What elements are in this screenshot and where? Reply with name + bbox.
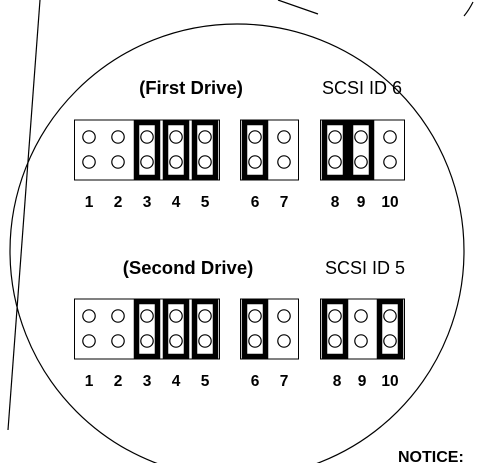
pin [198,130,212,144]
pin [82,334,96,348]
pin-number: 9 [357,194,366,211]
pin-number: 8 [333,373,342,390]
pin [169,309,183,323]
pin [248,309,262,323]
pin-number: 1 [85,194,94,211]
pin [277,155,291,169]
pin [328,130,342,144]
pin-number: 10 [381,194,398,211]
pin [169,155,183,169]
header-outline [320,119,405,181]
pin [140,309,154,323]
second-drive-label: (Second Drive) [123,257,254,278]
pin [328,155,342,169]
pin [140,155,154,169]
pin-number: 9 [358,373,367,390]
pin [169,130,183,144]
pin [111,309,125,323]
first-drive-jumper-block [74,119,405,181]
jumper-shunt [133,298,161,360]
pin-number: 10 [381,373,398,390]
pin-number: 3 [143,194,152,211]
pin-number: 4 [172,373,181,390]
pin [111,130,125,144]
pin [169,334,183,348]
jumper-shunt [191,119,219,181]
first-drive-pin-numbers: 1 2 3 4 5 6 7 8 9 10 [85,194,399,211]
pin [277,334,291,348]
jumper-shunt [133,119,161,181]
second-drive-jumper-block [74,298,405,360]
pin-number: 2 [114,194,123,211]
first-drive-label: (First Drive) [139,77,243,98]
jumper-shunt [376,298,404,360]
pin-number: 3 [143,373,152,390]
pin [111,334,125,348]
notice-heading: NOTICE: [398,449,464,463]
header-outline [74,119,220,181]
header-outline [320,298,405,360]
pin-number: 7 [280,373,289,390]
jumper-shunt [241,119,269,181]
pin [354,155,368,169]
jumper-shunt [241,298,269,360]
pin [383,309,397,323]
magnified-view-circle [9,23,465,463]
header-outline [240,298,299,360]
pin [198,309,212,323]
pin [140,334,154,348]
pin [248,334,262,348]
pin-number: 1 [85,373,94,390]
header-outline [74,298,220,360]
pin-number: 5 [201,194,210,211]
pin-number: 5 [201,373,210,390]
pin [198,334,212,348]
pin-number: 8 [331,194,340,211]
pin [354,334,368,348]
pin [354,130,368,144]
pin-number: 2 [114,373,123,390]
pin [328,309,342,323]
pin-number: 4 [172,194,181,211]
pin [383,130,397,144]
pin [82,130,96,144]
pin [82,155,96,169]
jumper-shunt [321,119,349,181]
callout-line-left [7,0,41,431]
pin [140,130,154,144]
pin-number: 6 [251,373,260,390]
second-drive-scsi-id: SCSI ID 5 [325,258,405,278]
jumper-shunt [321,298,349,360]
pin [277,309,291,323]
pin [277,130,291,144]
pin [248,155,262,169]
pin [354,309,368,323]
header-outline [240,119,299,181]
pin [248,130,262,144]
pin [82,309,96,323]
jumper-shunt [162,298,190,360]
second-drive-pin-numbers: 1 2 3 4 5 6 7 8 9 10 [85,373,399,390]
pin [198,155,212,169]
jumper-shunt [347,119,375,181]
callout-line-right [277,0,319,15]
pin [328,334,342,348]
pin [383,334,397,348]
jumper-shunt [162,119,190,181]
first-drive-scsi-id: SCSI ID 6 [322,78,402,98]
jumper-shunt [191,298,219,360]
pin [111,155,125,169]
pin [383,155,397,169]
pin-number: 7 [280,194,289,211]
top-right-tick-mark [463,1,474,17]
pin-number: 6 [251,194,260,211]
